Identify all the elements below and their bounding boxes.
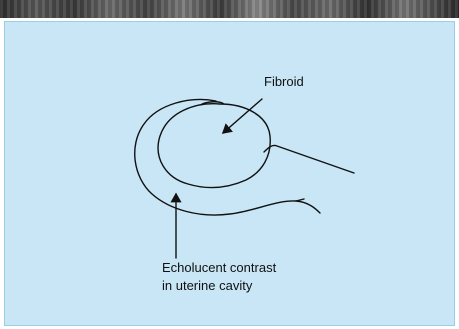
cervix-upper-line	[264, 145, 354, 173]
fibroid-outline	[158, 104, 270, 188]
cervix-lower-line	[296, 199, 304, 201]
uterine-outer-wall	[135, 100, 320, 215]
contrast-label-line2: in uterine cavity	[162, 278, 253, 293]
contrast-label-line1: Echolucent contrast	[162, 260, 277, 275]
fibroid-label: Fibroid	[264, 74, 304, 89]
